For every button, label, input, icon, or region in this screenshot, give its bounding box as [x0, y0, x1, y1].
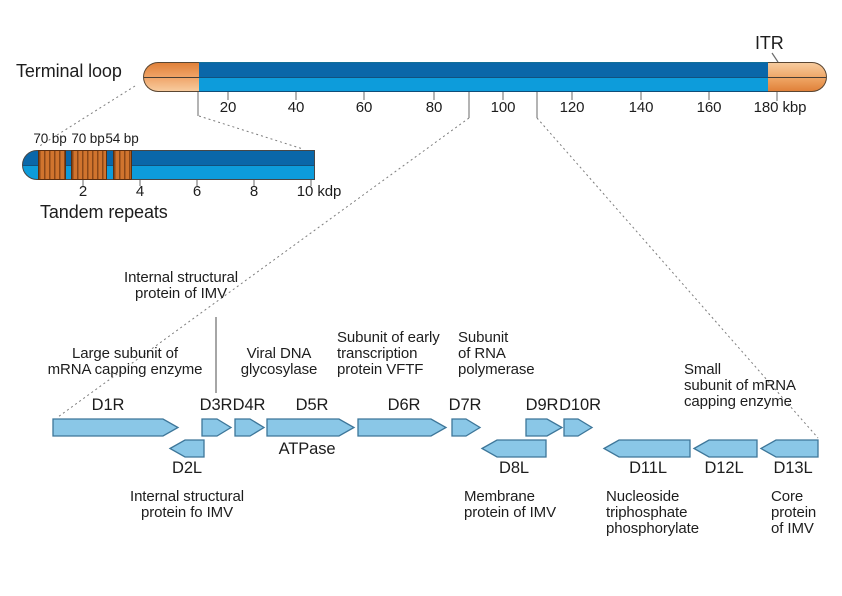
scale-label-180kbp: 180 kbp	[753, 99, 807, 116]
repeat-label-70bp-1: 70 bp	[33, 131, 67, 146]
scale-label-80: 80	[425, 99, 443, 116]
gene-label-d11l: D11L	[629, 459, 667, 477]
gene-label-d2l: D2L	[172, 459, 202, 477]
gene-arrow-d9r	[525, 418, 564, 437]
tandem-repeats-caption: Tandem repeats	[40, 202, 168, 222]
tandem-repeat-bar	[22, 150, 315, 180]
annotation-core-protein-imv: Core protein of IMV	[771, 488, 817, 537]
tandem-scale-label-2: 2	[78, 183, 88, 200]
gene-arrow-d5r	[266, 418, 356, 437]
gene-arrow-d2l	[168, 439, 205, 458]
annotation-membrane-protein-imv: Membrane protein of IMV	[464, 488, 556, 521]
tandem-scale-label-4: 4	[135, 183, 145, 200]
itr-label: ITR	[755, 33, 784, 53]
tandem-midline	[23, 164, 314, 167]
repeat-label-70bp-2: 70 bp	[71, 131, 105, 146]
annotation-large-subunit-mrna-capping: Large subunit of mRNA capping enzyme	[47, 345, 203, 378]
gene-arrow-d12l	[692, 439, 758, 458]
annotation-subunit-early-transcription-vftf: Subunit of early transcription protein V…	[337, 329, 440, 378]
zoom-line-terminal-to-tandem	[37, 85, 136, 148]
tandem-scale-label-8: 8	[249, 183, 259, 200]
gene-label-d6r: D6R	[387, 396, 421, 414]
gene-arrow-d10r	[563, 418, 594, 437]
gene-label-d1r: D1R	[91, 396, 125, 414]
annotation-internal-structural-imv-bottom: Internal structural protein fo IMV	[130, 488, 244, 521]
gene-arrow-d8l	[480, 439, 547, 458]
repeat-block-70bp-1	[38, 150, 66, 180]
gene-arrow-d6r	[357, 418, 448, 437]
repeat-block-70bp-2	[71, 150, 107, 180]
gene-label-d4r: D4R	[232, 396, 266, 414]
gene-label-d7r: D7R	[448, 396, 482, 414]
atpase-label: ATPase	[278, 440, 336, 458]
genome-midline-right	[768, 76, 826, 79]
gene-label-d5r: D5R	[295, 396, 329, 414]
annotation-viral-dna-glycosylase: Viral DNA glycosylase	[240, 345, 318, 378]
gene-label-d9r: D9R	[525, 396, 559, 414]
gene-arrow-d3r	[201, 418, 233, 437]
gene-arrow-d13l	[759, 439, 819, 458]
annotation-small-subunit-mrna-capping: Small subunit of mRNA capping enzyme	[684, 361, 796, 410]
gene-label-d8l: D8L	[499, 459, 529, 477]
genome-itr-cap-right	[768, 62, 827, 92]
genome-midline-body	[199, 76, 768, 79]
genome-bar-body	[199, 62, 768, 92]
terminal-loop-label: Terminal loop	[16, 61, 122, 81]
gene-arrow-d1r	[52, 418, 180, 437]
gene-label-d12l: D12L	[704, 459, 744, 477]
repeat-block-54bp	[113, 150, 132, 180]
zoom-line-10kbp-to-tandem-end	[198, 115, 304, 150]
genome-midline-left	[144, 76, 199, 79]
scale-label-60: 60	[355, 99, 373, 116]
annotation-nucleoside-triphosphate: Nucleoside triphosphate phosphorylate	[606, 488, 699, 537]
zoom-line-110kbp-to-d13l	[536, 117, 819, 439]
gene-label-d10r: D10R	[559, 396, 601, 414]
annotation-subunit-rna-polymerase: Subunit of RNA polymerase	[458, 329, 535, 378]
gene-label-d3r: D3R	[199, 396, 233, 414]
gene-arrow-d4r	[234, 418, 266, 437]
itr-pointer-line	[771, 52, 779, 63]
annotation-internal-structural-imv-top: Internal structural protein of IMV	[124, 269, 238, 302]
scale-label-100: 100	[490, 99, 516, 116]
genome-terminal-loop-cap-left	[143, 62, 199, 92]
tandem-scale-label-10kdp: 10 kdp	[296, 183, 342, 200]
gene-label-d13l: D13L	[773, 459, 813, 477]
scale-label-140: 140	[628, 99, 654, 116]
gene-arrow-d11l	[602, 439, 691, 458]
repeat-label-54bp: 54 bp	[105, 131, 139, 146]
scale-label-40: 40	[287, 99, 305, 116]
scale-label-160: 160	[696, 99, 722, 116]
scale-label-120: 120	[559, 99, 585, 116]
gene-arrow-d7r	[451, 418, 482, 437]
tandem-scale-label-6: 6	[192, 183, 202, 200]
scale-label-20: 20	[219, 99, 237, 116]
